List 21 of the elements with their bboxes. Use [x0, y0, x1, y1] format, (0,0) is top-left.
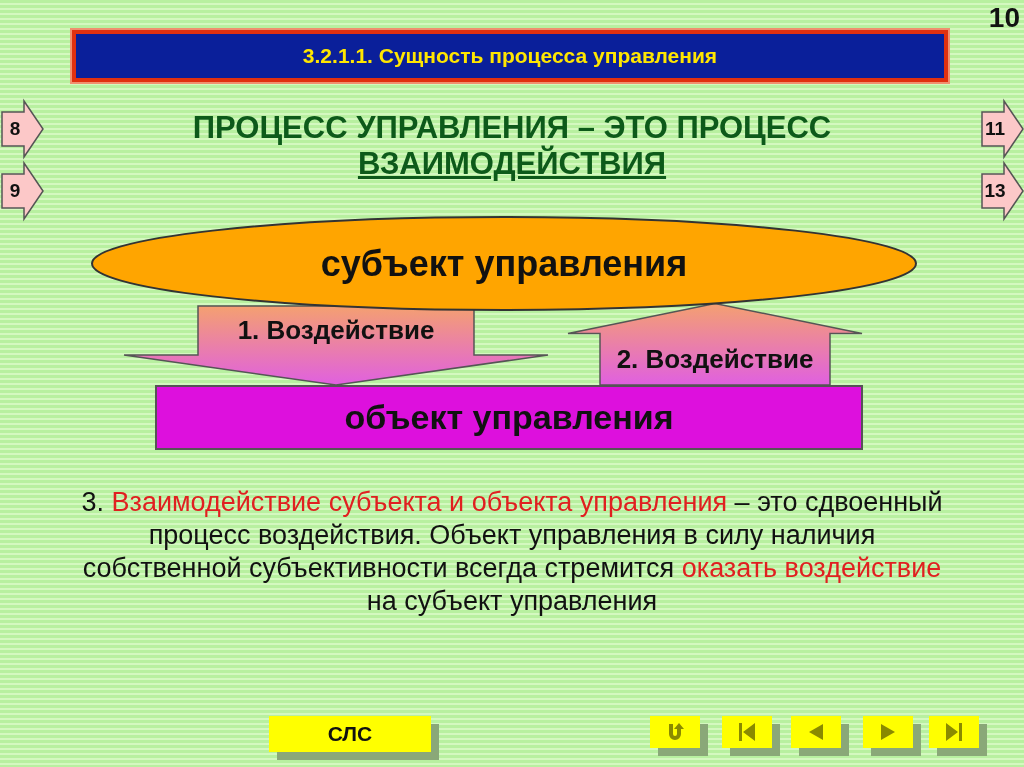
title-bar: 3.2.1.1. Сущность процесса управления: [72, 30, 948, 82]
nav-arrow: [0, 100, 44, 158]
ellipse: [90, 215, 918, 312]
nav-arrow: [980, 100, 1024, 158]
page-number: 13: [984, 180, 1006, 202]
heading: ПРОЦЕСС УПРАВЛЕНИЯ – ЭТО ПРОЦЕСС: [192, 110, 832, 145]
page-number: 8: [9, 118, 21, 140]
edge-label: 1. Воздействие: [237, 314, 435, 346]
heading: ВЗАИМОДЕЙСТВИЯ: [357, 146, 667, 181]
page-number: 10: [988, 2, 1020, 33]
node-label: субъект управления: [320, 242, 688, 285]
node-label: объект управления: [344, 398, 674, 437]
nav-arrow: [0, 162, 44, 220]
page-number: 11: [984, 118, 1006, 140]
description-text: 3. Взаимодействие субъекта и объекта управления – это сдвоенный процесс воздействия. Объект управления в силу наличия собственной субъективности всегда стремится оказать воздействие на субъект управления: [81, 487, 943, 616]
process-box: [155, 385, 863, 450]
nav-arrow: [980, 162, 1024, 220]
block-arrow: [123, 305, 549, 386]
edge-label: 2. Воздействие: [616, 343, 814, 375]
block-arrow: [567, 302, 863, 386]
page-number: 9: [9, 180, 21, 202]
